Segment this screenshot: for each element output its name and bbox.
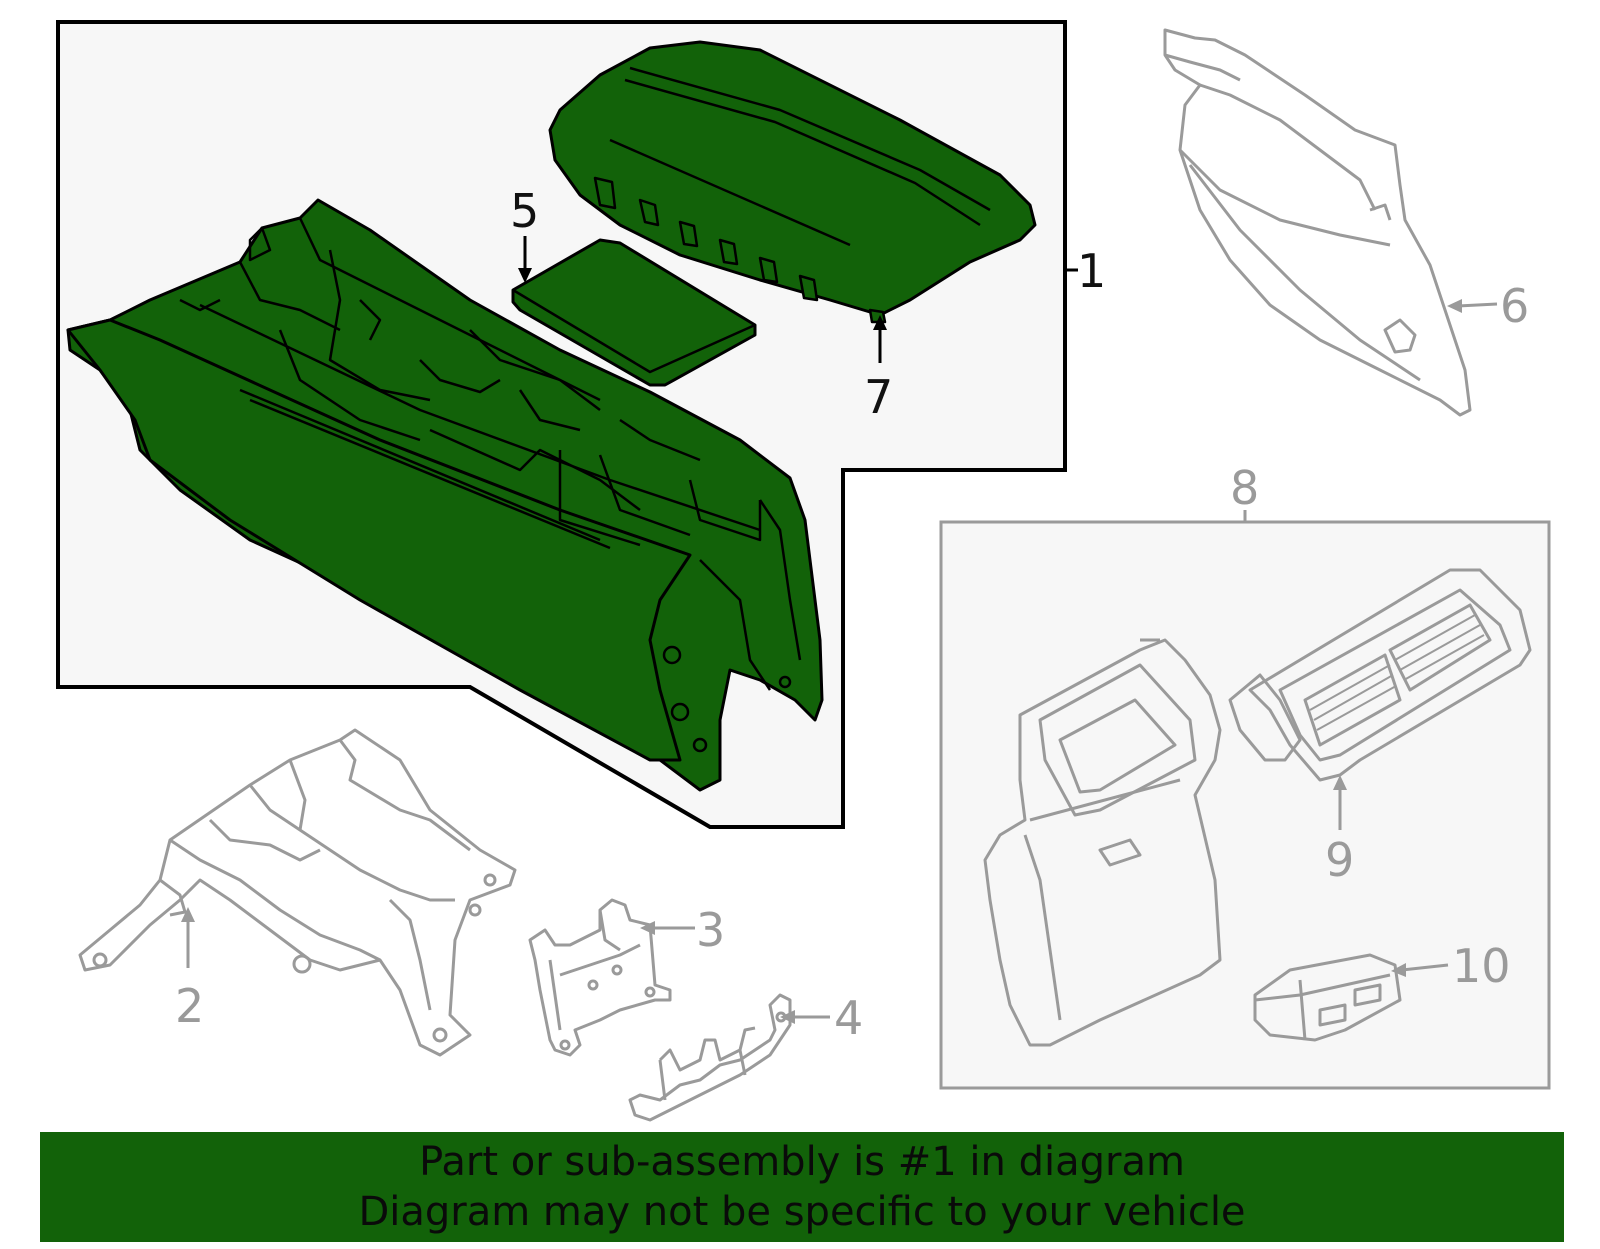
callout-9: 9 xyxy=(1325,833,1354,887)
info-banner-bg xyxy=(40,1132,1564,1242)
callout-7: 7 xyxy=(864,370,893,424)
callout-5: 5 xyxy=(510,184,539,238)
leader-arrowheads xyxy=(181,268,1462,1024)
storage-mat[interactable] xyxy=(511,238,757,387)
callout-4: 4 xyxy=(834,991,863,1045)
usb-module[interactable] xyxy=(1253,953,1402,1042)
rear-air-vent[interactable] xyxy=(1228,568,1532,782)
callout-10: 10 xyxy=(1452,939,1511,993)
console-body[interactable] xyxy=(66,198,824,792)
callout-1: 1 xyxy=(1077,244,1106,298)
console-bracket[interactable] xyxy=(78,728,517,1057)
console-interior-details xyxy=(109,217,802,691)
callout-3: 3 xyxy=(696,903,725,957)
callout-8: 8 xyxy=(1230,461,1259,515)
banner-line-1: Part or sub-assembly is #1 in diagram xyxy=(419,1139,1185,1185)
side-trim-panel[interactable] xyxy=(1163,28,1472,417)
leader-6 xyxy=(1457,302,1498,308)
banner-line-2: Diagram may not be specific to your vehi… xyxy=(358,1189,1246,1235)
callout-labels: 1 5 7 2 3 4 6 8 9 10 xyxy=(175,184,1529,1045)
callout-6: 6 xyxy=(1500,279,1529,333)
rear-console-panel[interactable] xyxy=(983,638,1222,1047)
callout-2: 2 xyxy=(175,979,204,1033)
console-bolt-holes xyxy=(662,645,792,753)
armrest-lid-seams xyxy=(609,66,991,247)
mounting-bracket-4[interactable] xyxy=(628,993,792,1122)
info-banner: Part or sub-assembly is #1 in diagram Di… xyxy=(40,1132,1564,1242)
storage-mat-body xyxy=(511,238,757,387)
assembly-8-box xyxy=(939,520,1551,1090)
storage-mat-edge xyxy=(512,288,756,374)
leader-lines xyxy=(186,236,1498,1019)
armrest-lid-body xyxy=(548,40,1037,317)
mounting-bracket-3[interactable] xyxy=(528,898,672,1057)
armrest-lid-tabs xyxy=(593,176,887,324)
armrest-lid[interactable] xyxy=(548,40,1037,324)
leader-10 xyxy=(1401,963,1449,972)
